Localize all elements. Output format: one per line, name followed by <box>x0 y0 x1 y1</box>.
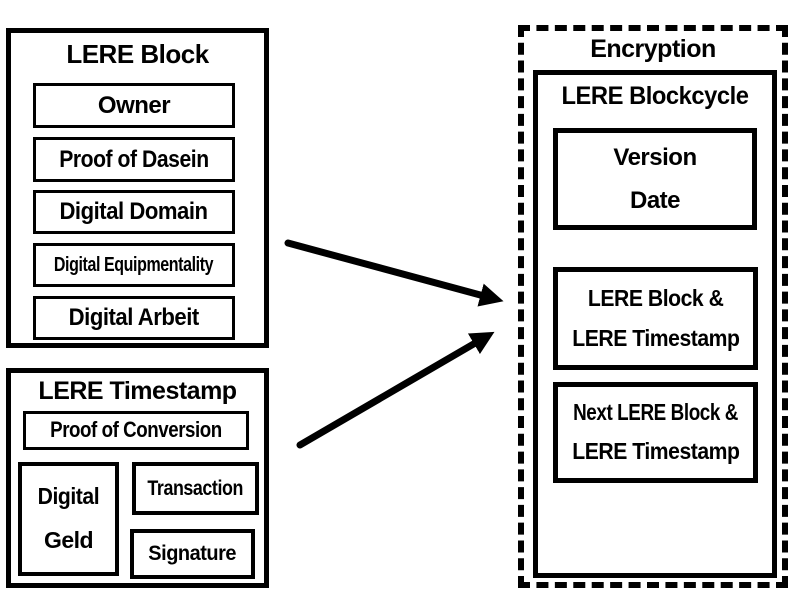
digital-geld-box: Digital Geld <box>18 462 119 576</box>
lere-blockcycle-title: LERE Blockcycle <box>561 82 749 110</box>
next-block-and-timestamp-line2: LERE Timestamp <box>571 438 740 464</box>
version-label: Version <box>613 143 697 171</box>
block-and-timestamp-line2: LERE Timestamp <box>571 324 740 351</box>
digital-geld-line2: Geld <box>43 527 94 553</box>
encryption-title: Encryption <box>590 35 716 63</box>
lere-block-box: LERE Block Owner Proof of Dasein Digital… <box>6 28 269 348</box>
signature-box: Signature <box>130 529 255 579</box>
signature-label: Signature <box>148 542 237 566</box>
owner-label: Owner <box>97 91 171 119</box>
arrow-lere-timestamp-to-encryption-icon <box>296 331 495 449</box>
block-and-timestamp-box: LERE Block & LERE Timestamp <box>553 267 758 370</box>
block-and-timestamp-line1: LERE Block & <box>587 284 724 311</box>
date-label: Date <box>629 187 681 214</box>
lere-block-item-proof-of-dasein: Proof of Dasein <box>33 137 235 182</box>
next-block-and-timestamp-box: Next LERE Block & LERE Timestamp <box>553 382 758 483</box>
lere-block-item-digital-domain: Digital Domain <box>33 190 235 234</box>
encryption-box: Encryption LERE Blockcycle Version Date … <box>518 25 788 588</box>
digital-domain-label: Digital Domain <box>59 198 209 226</box>
proof-of-conversion-box: Proof of Conversion <box>23 411 249 450</box>
lere-timestamp-box: LERE Timestamp Proof of Conversion Digit… <box>6 368 269 588</box>
lere-block-title: LERE Block <box>66 39 209 69</box>
lere-block-item-digital-arbeit: Digital Arbeit <box>33 296 235 340</box>
proof-of-conversion-label: Proof of Conversion <box>50 417 222 443</box>
lere-block-item-owner: Owner <box>33 83 235 128</box>
proof-of-dasein-label: Proof of Dasein <box>59 145 209 173</box>
digital-equipmentality-label: Digital Equipmentality <box>54 254 214 276</box>
version-date-box: Version Date <box>553 128 757 230</box>
transaction-box: Transaction <box>132 462 259 515</box>
lere-blockcycle-box: LERE Blockcycle Version Date LERE Block … <box>533 70 777 578</box>
lere-block-item-digital-equipmentality: Digital Equipmentality <box>33 243 235 287</box>
digital-geld-line1: Digital <box>37 483 100 510</box>
digital-arbeit-label: Digital Arbeit <box>68 304 200 332</box>
arrow-lere-block-to-encryption-icon <box>284 239 504 307</box>
transaction-label: Transaction <box>147 476 244 500</box>
lere-timestamp-title: LERE Timestamp <box>38 377 237 405</box>
next-block-and-timestamp-line1: Next LERE Block & <box>573 399 738 426</box>
